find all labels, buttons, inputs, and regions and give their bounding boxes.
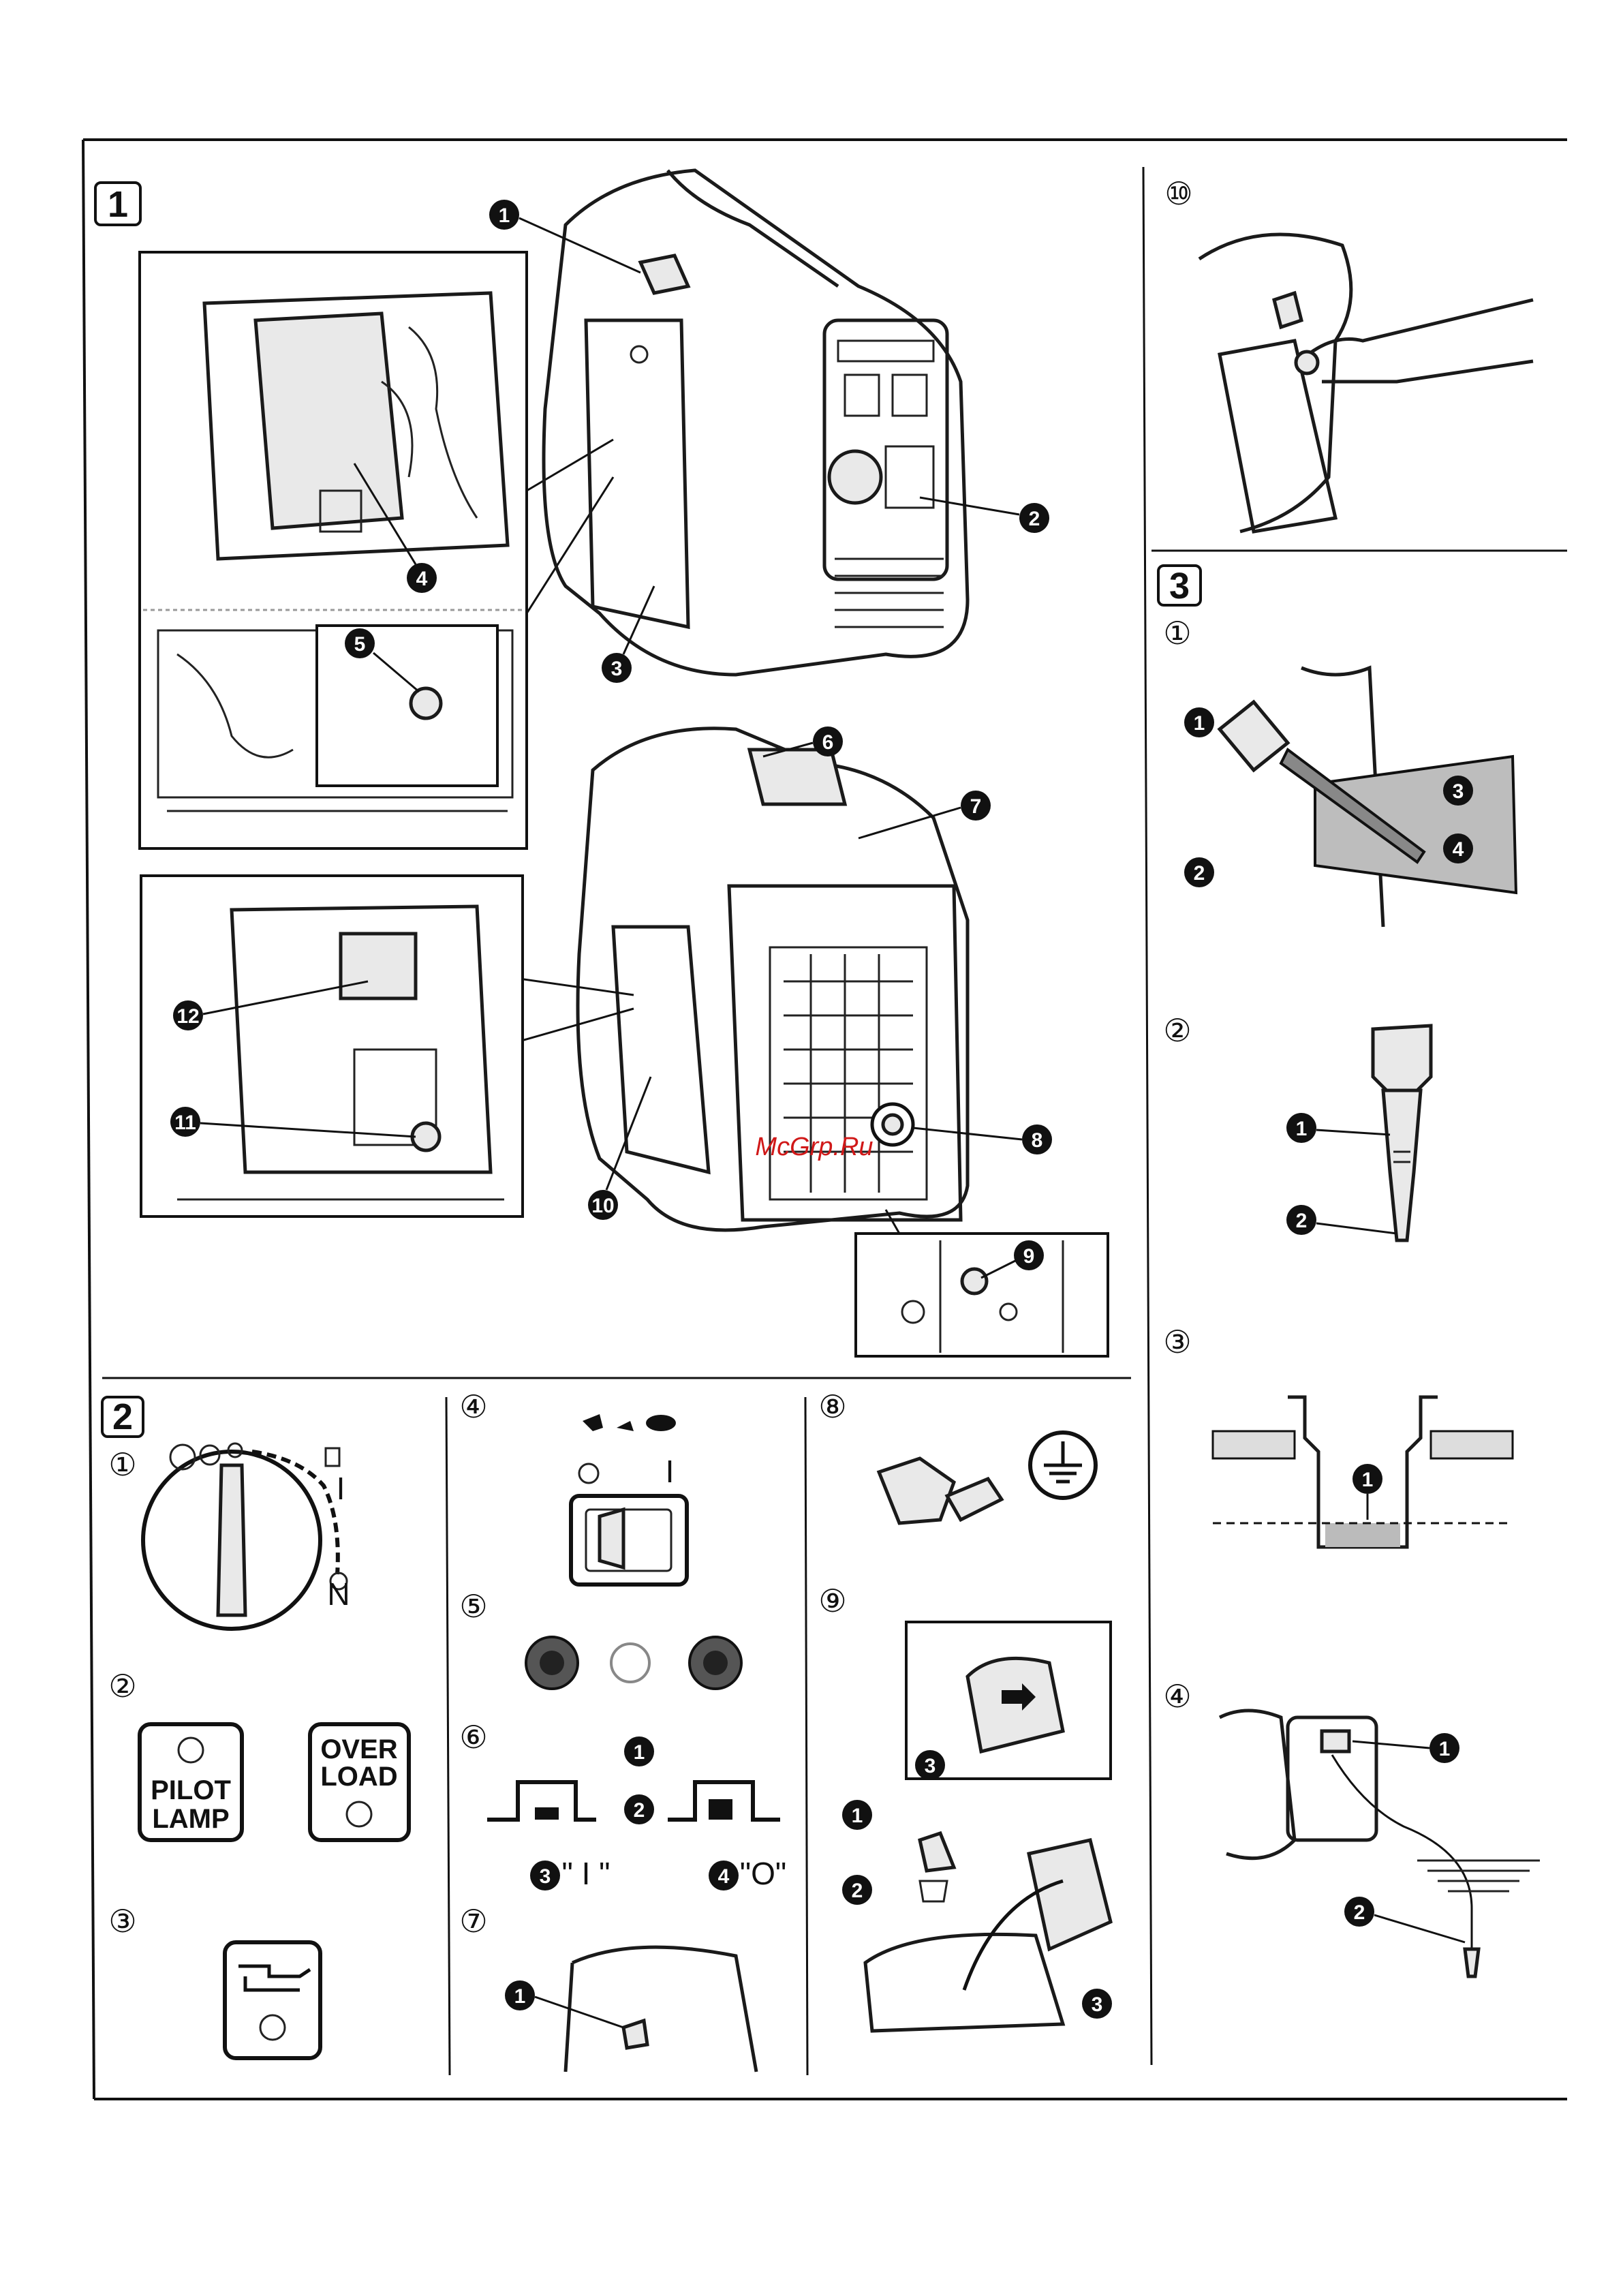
svg-text:12: 12 [176,1005,199,1028]
callout-7-fuel-cap: 7 [859,791,991,838]
rabbit-icon [583,1414,603,1431]
svg-text:10: 10 [591,1195,614,1217]
marker-2-6: ⑥ [459,1719,487,1755]
oil-dipstick: 1 2 [1286,1026,1431,1240]
marker-3-4: ④ [1163,1679,1191,1714]
overload-indicator: OVER LOAD [310,1724,409,1840]
pilot-lamp-indicator: PILOT LAMP [140,1724,242,1840]
marker-2-9: ⑨ [818,1583,846,1619]
svg-text:1: 1 [1439,1738,1451,1760]
svg-text:3: 3 [1092,1993,1103,2016]
svg-text:3: 3 [611,658,623,680]
oil-warning-indicator [225,1942,320,2058]
handle-detail: 1 [505,1947,756,2072]
marker-2-5: ⑤ [459,1589,487,1624]
marker-2-8: ⑧ [818,1389,846,1424]
callout-8-ground-terminal: 8 [913,1124,1052,1154]
svg-text:4: 4 [416,568,428,590]
inset-engine-compartment [140,252,527,848]
svg-text:2: 2 [852,1880,863,1902]
marker-2-1: ① [108,1447,136,1482]
svg-text:1: 1 [514,1985,526,2008]
marker-2-2: ② [108,1668,136,1704]
frame-left [83,140,94,2099]
oil-level-section: 1 [1213,1397,1513,1547]
svg-text:6: 6 [822,731,834,754]
s2-divider-b [805,1397,807,2075]
side-cover-removal [1199,234,1533,532]
callout-3-maintenance-cover: 3 [602,586,654,683]
svg-text:3: 3 [540,1865,551,1888]
svg-text:LAMP: LAMP [152,1804,229,1834]
svg-text:1: 1 [1296,1118,1308,1140]
svg-text:OVER: OVER [320,1734,397,1764]
dc-terminals [526,1637,741,1689]
ramp-icon [617,1421,634,1431]
eco-throttle-switch: I [571,1414,687,1585]
svg-text:"O": "O" [740,1856,786,1891]
generator-front-view [544,170,968,675]
fuel-pump-icon [326,1448,339,1466]
svg-text:I: I [666,1454,675,1489]
engine-switch-dial: I N [143,1443,350,1629]
svg-text:3: 3 [925,1755,936,1777]
svg-text:LOAD: LOAD [320,1762,397,1792]
svg-text:1: 1 [1362,1469,1374,1491]
marker-3-3: ③ [1163,1324,1191,1360]
zoom-wedge-a [527,440,613,613]
svg-text:1: 1 [852,1805,863,1827]
section-1-number: 1 [108,184,128,225]
svg-text:4: 4 [1453,838,1464,861]
svg-text:I: I [337,1471,345,1506]
marker-3-2: ② [1163,1013,1191,1048]
callout-2-control-panel: 2 [920,498,1049,533]
marker-2-4: ④ [459,1389,487,1424]
inset-fuel-compartment [141,876,523,1216]
svg-text:4: 4 [718,1865,730,1888]
svg-text:1: 1 [499,204,510,227]
svg-text:PILOT: PILOT [151,1775,231,1805]
svg-text:1: 1 [634,1741,645,1764]
svg-text:8: 8 [1032,1129,1043,1152]
oil-sensor-detail: 1 2 [1220,1711,1540,1976]
svg-text:3: 3 [1453,780,1464,803]
svg-text:2: 2 [1194,862,1205,885]
marker-3-1: ① [1163,615,1191,651]
s2-divider-a [446,1397,450,2075]
fuel-strainer-detail: 1 2 3 3 [842,1622,1112,2031]
ground-terminal-detail [879,1433,1096,1523]
inset-drain-detail [856,1234,1108,1356]
svg-text:2: 2 [1296,1210,1308,1232]
marker-10: ⑩ [1164,176,1192,211]
svg-text:" I ": " I " [562,1856,610,1891]
svg-text:N: N [327,1576,350,1612]
section-2-number: 2 [112,1396,133,1437]
svg-text:5: 5 [354,633,366,656]
svg-text:2: 2 [1029,508,1040,530]
marker-2-7: ⑦ [459,1903,487,1939]
svg-text:7: 7 [970,795,982,818]
svg-text:1: 1 [1194,712,1205,735]
watermark: McGrp.Ru [755,1133,873,1161]
oil-dipstick-insert: 1 2 3 4 [1184,668,1516,927]
turtle-icon [646,1415,676,1431]
column-divider [1143,167,1151,2065]
svg-text:2: 2 [634,1799,645,1822]
svg-text:2: 2 [1354,1901,1365,1924]
svg-text:11: 11 [174,1112,196,1134]
section-3-number: 3 [1169,566,1190,607]
svg-text:9: 9 [1023,1245,1035,1268]
marker-2-3: ③ [108,1903,136,1939]
breaker-states: 3 " I " 4 "O" 1 2 [487,1736,786,1891]
